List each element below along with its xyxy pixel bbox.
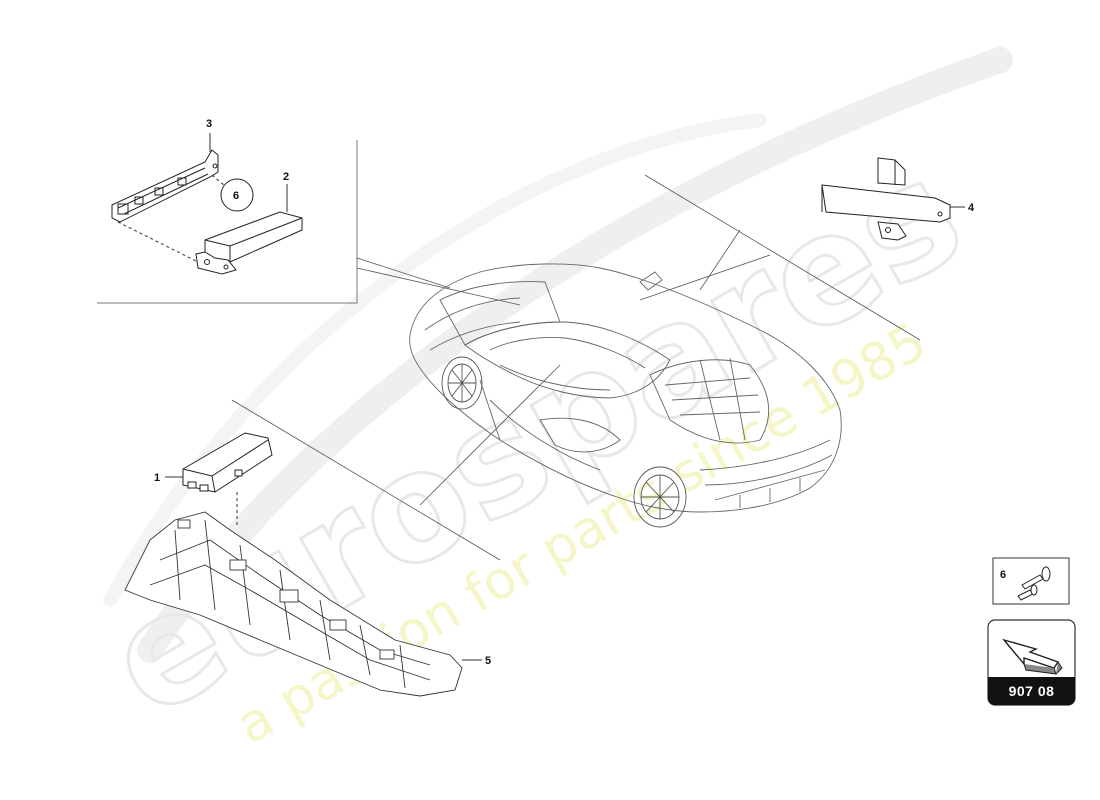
callout-3: 3 bbox=[206, 118, 212, 130]
legend-part-number: 6 bbox=[1000, 569, 1006, 581]
part-6-legend: 6 bbox=[992, 557, 1070, 605]
leader-lines bbox=[231, 174, 921, 561]
callout-6: 6 bbox=[233, 190, 239, 202]
callout-1: 1 bbox=[154, 472, 160, 484]
callout-2: 2 bbox=[283, 171, 289, 183]
car-outline bbox=[409, 263, 842, 513]
part-2-module bbox=[195, 211, 303, 275]
arrow-icon bbox=[1002, 638, 1063, 675]
part-3-bracket bbox=[111, 149, 219, 223]
watermark: eurospares a passion for parts since 198… bbox=[80, 47, 1013, 756]
car-wheels bbox=[441, 356, 687, 528]
part-5-floor-tray bbox=[124, 511, 463, 697]
part-4-module bbox=[821, 157, 951, 241]
push-rivet-icon bbox=[1017, 566, 1051, 601]
inset-frame bbox=[97, 140, 358, 304]
part-1-control-unit bbox=[182, 432, 273, 493]
callout-5: 5 bbox=[485, 655, 491, 667]
page-code-label: 907 08 bbox=[988, 677, 1075, 705]
callout-4: 4 bbox=[968, 202, 975, 214]
